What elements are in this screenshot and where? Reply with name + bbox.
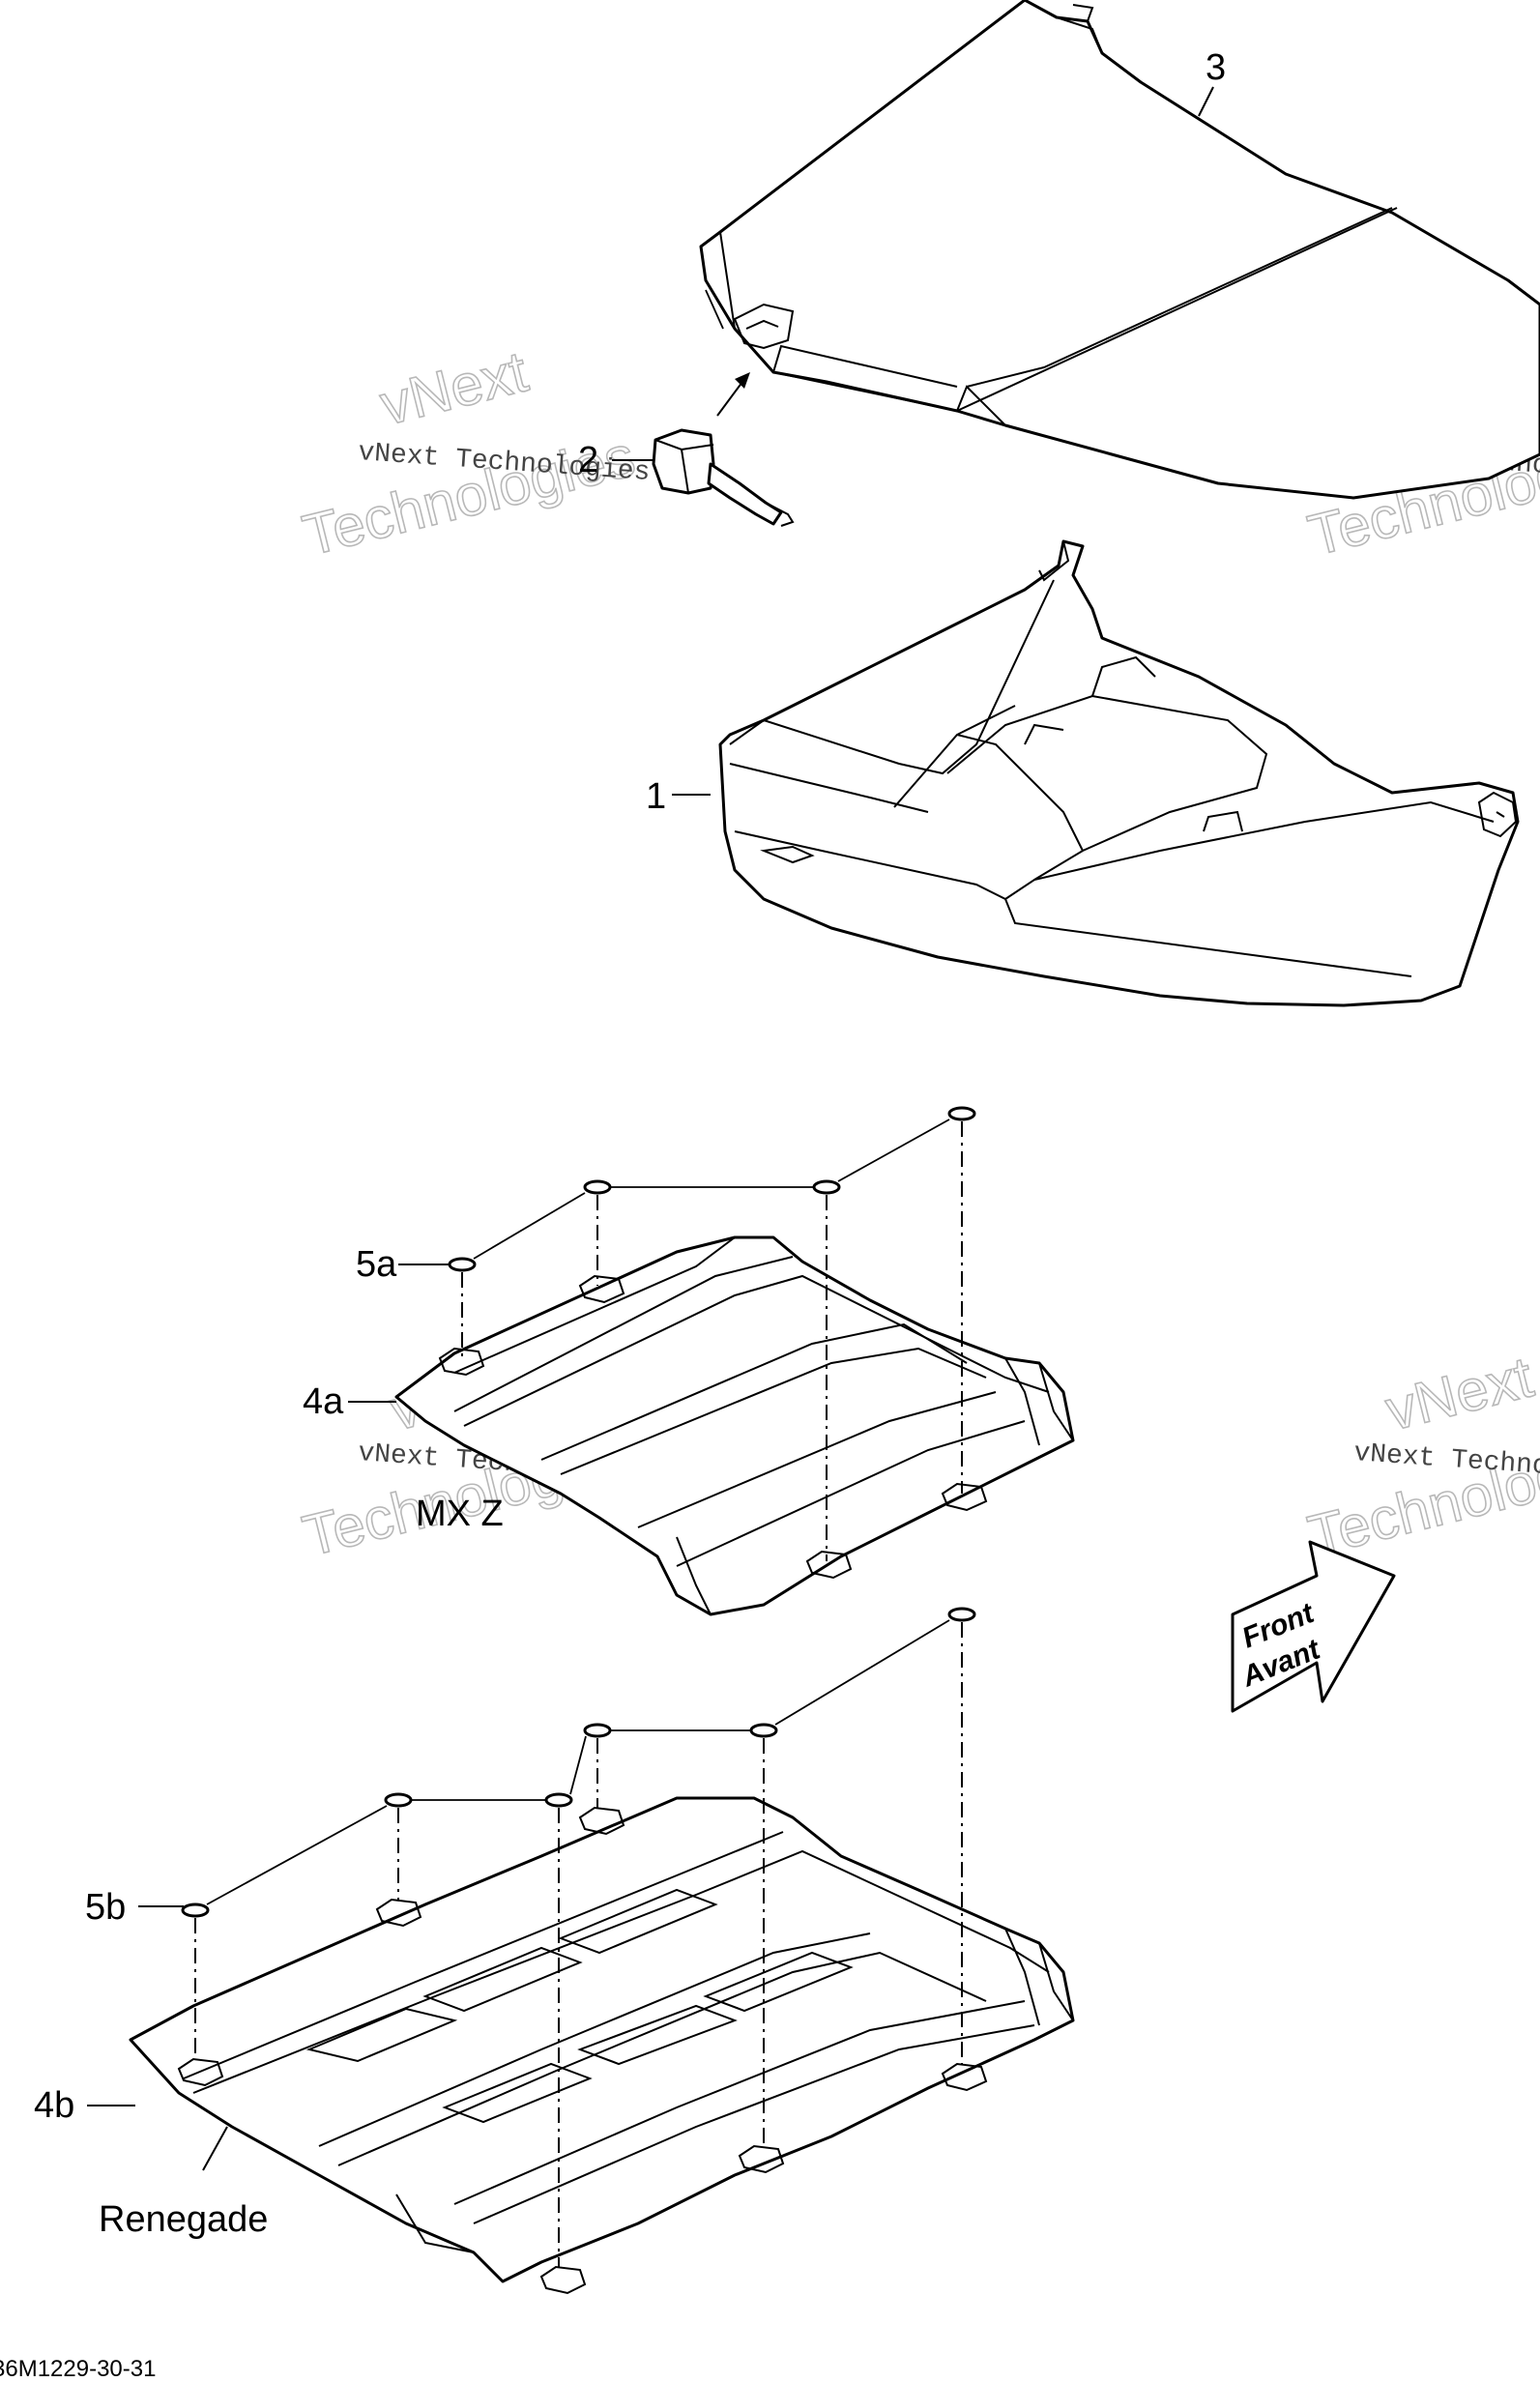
- part-1-lower-console: [672, 539, 1520, 1007]
- callout-4b: 4b: [34, 2085, 74, 2126]
- part-4a-skid-plate-mxz: [348, 1235, 1075, 1616]
- front-direction-arrow: Front Avant: [1231, 1540, 1396, 1713]
- watermark-big-1: vNext: [374, 338, 534, 437]
- leader-renegade: [202, 2126, 228, 2171]
- callout-4a: 4a: [303, 1381, 344, 1422]
- watermark-big-1: vNext: [1380, 1344, 1539, 1442]
- callout-5b: 5b: [85, 1887, 126, 1928]
- part-3-upper-cover: [699, 0, 1540, 500]
- part-5b-fasteners: [138, 1607, 976, 2267]
- variant-renegade-label: Renegade: [99, 2199, 268, 2240]
- part-5a-fasteners: [398, 1106, 976, 1561]
- watermark-mid-right: vNext Technologies vNext Technologies: [1301, 1344, 1540, 1570]
- variant-mxz-label: MX Z: [416, 1494, 504, 1534]
- leader-3: [1198, 86, 1214, 117]
- part-2-latch: [612, 372, 795, 527]
- part-4b-skid-plate-renegade: [87, 1796, 1075, 2295]
- document-id: 36M1229-30-31: [0, 2356, 156, 2382]
- callout-2: 2: [578, 440, 598, 480]
- callout-5a: 5a: [356, 1244, 397, 1285]
- callout-3: 3: [1206, 47, 1226, 88]
- callout-1: 1: [646, 776, 666, 817]
